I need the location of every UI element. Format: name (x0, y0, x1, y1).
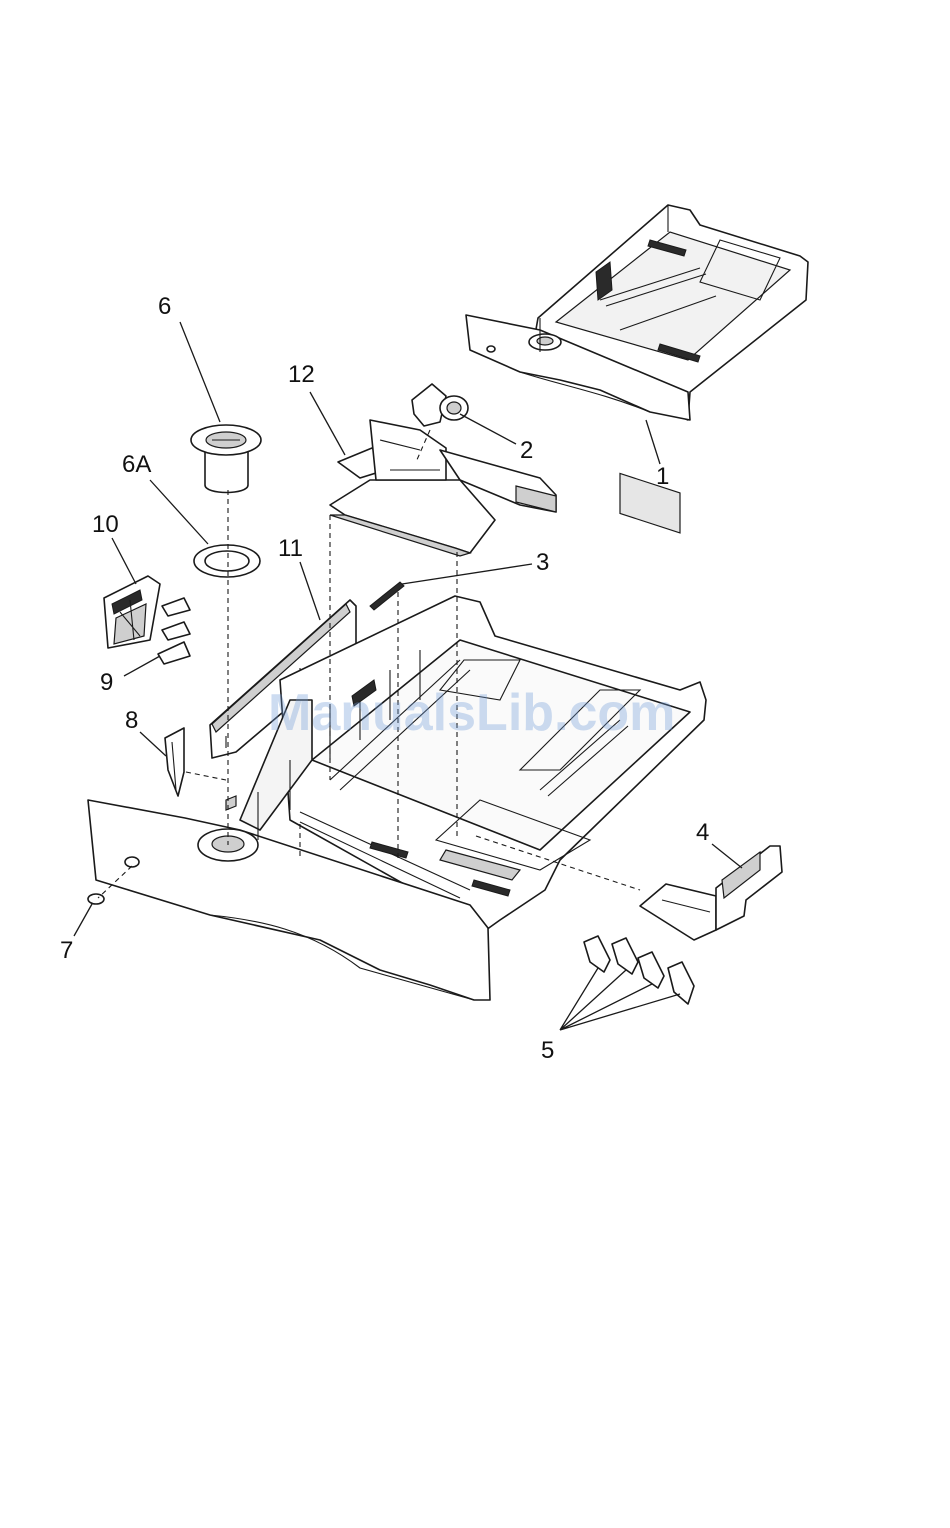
rear-end-guide (640, 846, 782, 940)
callout-1: 1 (656, 463, 669, 490)
callout-11: 11 (278, 535, 303, 562)
callout-8: 8 (125, 707, 138, 734)
size-dial-knob (191, 425, 261, 493)
callout-2: 2 (520, 437, 533, 464)
callout-9: 9 (100, 669, 113, 696)
callout-12: 12 (288, 361, 315, 388)
indicator-button (88, 894, 104, 904)
friction-strip (370, 582, 404, 610)
callout-6a: 6A (122, 451, 151, 478)
corner-wedge (165, 728, 184, 796)
callout-7: 7 (60, 937, 73, 964)
callout-10: 10 (92, 511, 119, 538)
callout-5: 5 (541, 1037, 554, 1064)
watermark: ManualsLib.com (268, 684, 675, 742)
roller-arm (412, 384, 468, 426)
callout-6: 6 (158, 293, 171, 320)
callout-4: 4 (696, 819, 709, 846)
dial-washer (194, 545, 260, 577)
callout-3: 3 (536, 549, 549, 576)
clip-set (158, 598, 190, 664)
sensor-bracket (104, 576, 160, 648)
